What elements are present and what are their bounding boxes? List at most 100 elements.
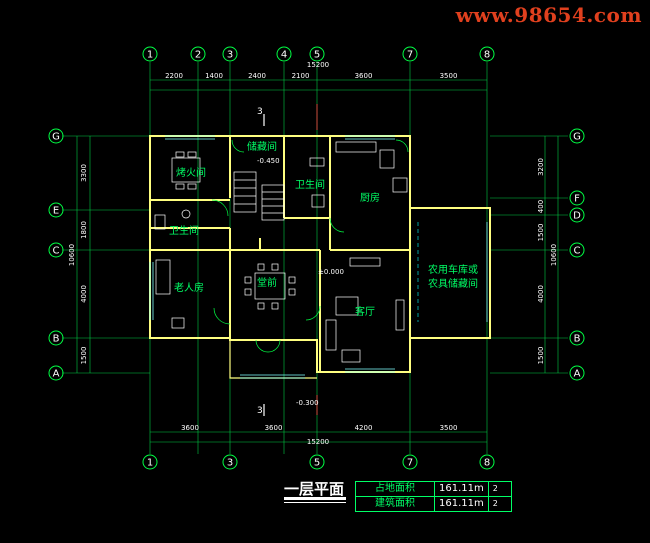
svg-text:3: 3 [227,458,233,469]
dim-bottom: 4200 [355,424,373,432]
svg-text:7: 7 [407,50,413,61]
area-label: 占地面积 [355,481,435,497]
area-value: 161.11m [434,481,489,497]
title-underline [284,497,346,500]
svg-text:7: 7 [407,458,413,469]
axis-bubble-right: G [569,128,585,144]
axis-bubble-top: 2 [190,46,206,62]
dim-right: 400 [537,200,545,213]
svg-text:F: F [574,194,580,205]
axis-bubble-top: 7 [402,46,418,62]
svg-text:G: G [52,132,60,143]
room-living: 客厅 [355,305,375,318]
stair [233,171,285,221]
svg-text:5: 5 [314,50,320,61]
svg-text:1: 1 [147,50,153,61]
area-value: 161.11m [434,496,489,512]
area-label: 建筑面积 [355,496,435,512]
room-bath-upper: 卫生间 [295,178,325,191]
dim-top: 2400 [248,72,266,80]
dim-bottom: 3500 [440,424,458,432]
axis-bubble-bottom: 7 [402,454,418,470]
axis-bubble-bottom: 8 [479,454,495,470]
room-fire: 烤火间 [176,166,206,179]
axis-bubble-left: G [48,128,64,144]
axis-bubble-left: C [48,242,64,258]
level-upper: -0.450 [257,157,280,165]
dim-bottom: 3600 [265,424,283,432]
dim-bottom-total: 15200 [307,438,329,446]
dim-top: 1400 [205,72,223,80]
room-garage-line1: 农用车库或 [428,263,478,276]
section-mark-top: 3 [257,107,263,117]
svg-text:B: B [574,334,581,345]
svg-text:A: A [574,369,581,380]
room-storage: 储藏间 [247,140,277,153]
axis-bubble-right: F [569,190,585,206]
axis-bubble-right: B [569,330,585,346]
axis-bubble-top: 5 [309,46,325,62]
room-garage-line2: 农具储藏间 [428,277,478,290]
svg-text:E: E [53,206,59,217]
svg-text:8: 8 [484,50,490,61]
furniture [154,141,408,363]
room-elder: 老人房 [174,281,204,294]
axis-bubble-top: 4 [276,46,292,62]
svg-text:4: 4 [281,50,287,61]
svg-text:3: 3 [227,50,233,61]
dim-right: 3200 [537,158,545,176]
dim-left: 3300 [80,164,88,182]
axis-bubble-bottom: 3 [222,454,238,470]
walls [149,135,491,379]
area-row: 建筑面积 161.11m 2 [355,496,512,512]
dim-right: 1500 [537,347,545,365]
area-table: 占地面积 161.11m 2 建筑面积 161.11m 2 [355,481,512,512]
dim-top: 3500 [440,72,458,80]
svg-text:8: 8 [484,458,490,469]
axis-bubble-top: 1 [142,46,158,62]
axis-bubble-right: D [569,207,585,223]
svg-text:2: 2 [195,50,201,61]
dim-right-total: 10600 [550,244,558,266]
axis-bubble-top: 8 [479,46,495,62]
dim-top-total: 15200 [307,61,329,69]
axis-bubble-right: C [569,242,585,258]
axis-bubble-left: E [48,202,64,218]
svg-text:A: A [53,369,60,380]
section-mark-bottom: 3 [257,406,263,416]
svg-text:1: 1 [147,458,153,469]
dim-left: 4000 [80,285,88,303]
level-center: ±0.000 [318,268,344,276]
plan-title: 一层平面 [284,480,345,498]
svg-text:G: G [573,132,581,143]
dim-right: 1500 [537,224,545,242]
dim-top: 2100 [292,72,310,80]
title-underline-thin [284,502,346,503]
room-hall: 堂前 [257,276,277,289]
axis-bubble-left: A [48,365,64,381]
dim-top: 3600 [355,72,373,80]
area-unit: 2 [487,496,512,512]
watermark: www.98654.com [455,3,642,27]
room-bath-left: 卫生间 [169,224,199,237]
dim-left-total: 10600 [68,244,76,266]
svg-text:C: C [574,246,581,257]
svg-text:D: D [573,211,581,222]
axis-bubble-bottom: 5 [309,454,325,470]
svg-text:C: C [53,246,60,257]
axis-bubble-bottom: 1 [142,454,158,470]
dim-left: 1500 [80,347,88,365]
svg-text:5: 5 [314,458,320,469]
axis-bubble-right: A [569,365,585,381]
dim-left: 1800 [80,221,88,239]
area-row: 占地面积 161.11m 2 [355,481,512,497]
svg-text:B: B [53,334,60,345]
area-unit: 2 [487,481,512,497]
dim-right: 4000 [537,285,545,303]
dim-top: 2200 [165,72,183,80]
dim-bottom: 3600 [181,424,199,432]
level-lower: -0.300 [296,399,319,407]
axis-bubble-left: B [48,330,64,346]
axis-bubble-top: 3 [222,46,238,62]
